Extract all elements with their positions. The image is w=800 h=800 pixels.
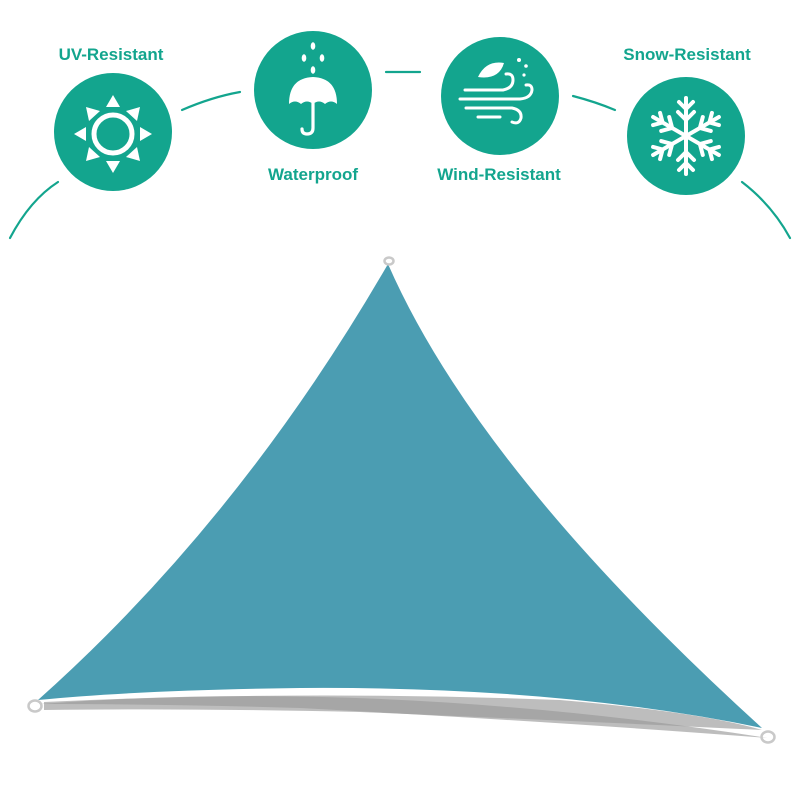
d-ring bbox=[27, 256, 776, 744]
feature-waterproof bbox=[254, 31, 372, 149]
feature-uv-resistant bbox=[54, 73, 172, 191]
sail-fabric bbox=[38, 264, 762, 728]
feature-wind-resistant bbox=[441, 37, 559, 155]
wind-leaf-icon bbox=[458, 58, 534, 125]
sun-icon bbox=[74, 95, 152, 173]
sail-bottom-shadow bbox=[44, 695, 762, 730]
umbrella-rain-icon bbox=[289, 42, 337, 136]
shade-sail bbox=[27, 256, 776, 744]
uv-resistant-label: UV-Resistant bbox=[58, 45, 164, 64]
waterproof-label: Waterproof bbox=[267, 165, 359, 184]
feature-snow-resistant bbox=[627, 77, 745, 195]
connector-arc bbox=[8, 70, 792, 240]
snowflake-icon bbox=[647, 96, 725, 176]
wind-resistant-label: Wind-Resistant bbox=[437, 165, 561, 184]
snow-resistant-label: Snow-Resistant bbox=[623, 45, 751, 64]
